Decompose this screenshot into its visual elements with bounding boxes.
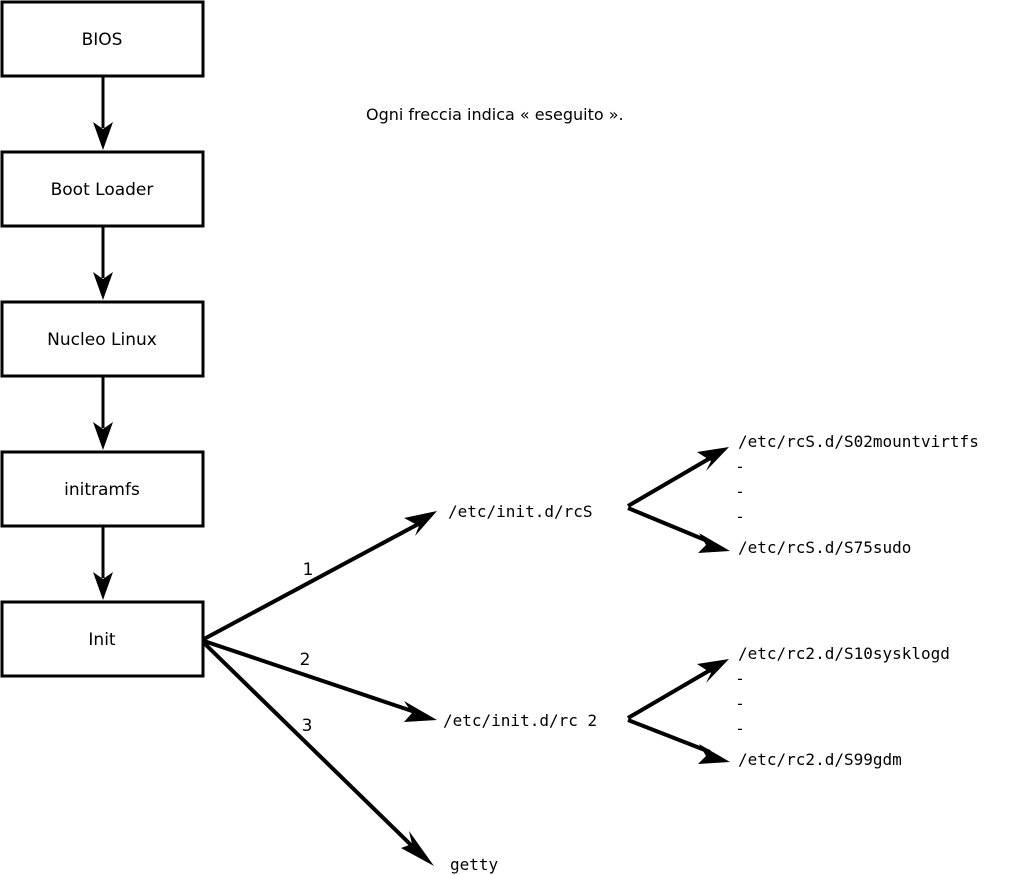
stage-box-init[interactable]: Init	[0, 600, 205, 678]
stage-box-bootloader-rect	[0, 150, 205, 228]
rc2-line-first	[626, 667, 714, 720]
branch-target-getty: getty	[450, 855, 499, 874]
rcs-ellipsis-3: -	[735, 507, 745, 526]
stage-box-kernel[interactable]: Nucleo Linux	[0, 300, 205, 378]
arrowhead-branch-3	[401, 831, 434, 866]
stage-box-initramfs-rect	[0, 450, 205, 528]
branch-number-1: 1	[303, 560, 314, 580]
legend-note: Ogni freccia indica « eseguito ».	[366, 105, 624, 124]
stage-label-kernel: Nucleo Linux	[47, 330, 157, 350]
arrowhead-initramfs-to-init	[93, 572, 113, 600]
chain-connectors	[93, 77, 113, 600]
arrowhead-rcs-last	[698, 533, 730, 553]
stage-label-bios: BIOS	[82, 30, 123, 50]
rc2-ellipsis-2: -	[735, 694, 745, 713]
init-fanout: 1 2 3	[202, 511, 437, 866]
stage-box-init-rect	[0, 600, 205, 678]
rc2-script-first: /etc/rc2.d/S10sysklogd	[738, 644, 950, 663]
branch-number-2: 2	[300, 650, 311, 670]
stage-label-initramfs: initramfs	[64, 480, 140, 500]
arrowhead-rc2-first	[697, 659, 729, 683]
stage-label-bootloader: Boot Loader	[51, 180, 154, 200]
rcs-ellipsis-1: -	[735, 457, 745, 476]
stage-box-bios[interactable]: BIOS	[0, 0, 205, 78]
arrowhead-branch-1	[404, 511, 437, 536]
branch-line-1	[203, 519, 425, 641]
rc2-script-last: /etc/rc2.d/S99gdm	[738, 750, 902, 769]
rc2-ellipsis-3: -	[735, 719, 745, 738]
rc2-ellipsis-1: -	[735, 669, 745, 688]
branch-target-rc2: /etc/init.d/rc 2	[443, 711, 597, 730]
rc2-line-last	[627, 718, 711, 754]
rcs-line-last	[627, 506, 711, 544]
arrowhead-rc2-last	[698, 744, 730, 764]
stage-label-init: Init	[88, 630, 116, 650]
stage-box-kernel-rect	[0, 300, 205, 378]
arrowhead-bios-to-bootloader	[93, 122, 113, 150]
rcs-subfan	[626, 447, 730, 553]
branch-line-3	[202, 641, 413, 847]
stage-box-bootloader[interactable]: Boot Loader	[0, 150, 205, 228]
branch-number-3: 3	[302, 716, 313, 736]
stage-box-initramfs[interactable]: initramfs	[0, 450, 205, 528]
stage-box-bios-rect	[0, 0, 205, 78]
rcs-ellipsis-2: -	[735, 482, 745, 501]
rcs-line-first	[626, 455, 714, 508]
branch-target-rcs: /etc/init.d/rcS	[448, 502, 593, 521]
arrowhead-kernel-to-initramfs	[93, 422, 113, 450]
branch-line-2	[203, 639, 416, 714]
rcs-script-first: /etc/rcS.d/S02mountvirtfs	[738, 432, 979, 451]
arrowhead-bootloader-to-kernel	[93, 272, 113, 300]
arrowhead-branch-2	[404, 701, 437, 722]
rc2-subfan	[626, 659, 730, 764]
rcs-script-last: /etc/rcS.d/S75sudo	[738, 538, 911, 557]
arrowhead-rcs-first	[697, 447, 729, 471]
